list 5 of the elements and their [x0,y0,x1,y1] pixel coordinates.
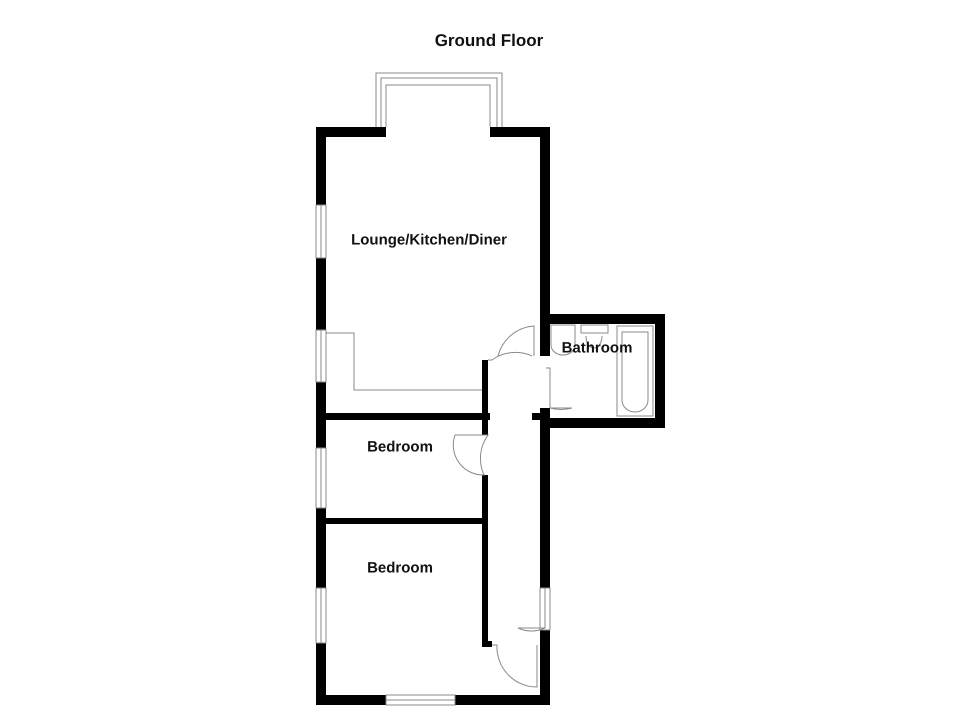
room-label: Bedroom [367,438,433,456]
room-label: Bedroom [367,560,433,576]
room-label: Lounge/Kitchen/Diner [351,232,507,248]
room-label: Bathroom [562,340,632,356]
plan-title: Ground Floor [434,31,544,51]
